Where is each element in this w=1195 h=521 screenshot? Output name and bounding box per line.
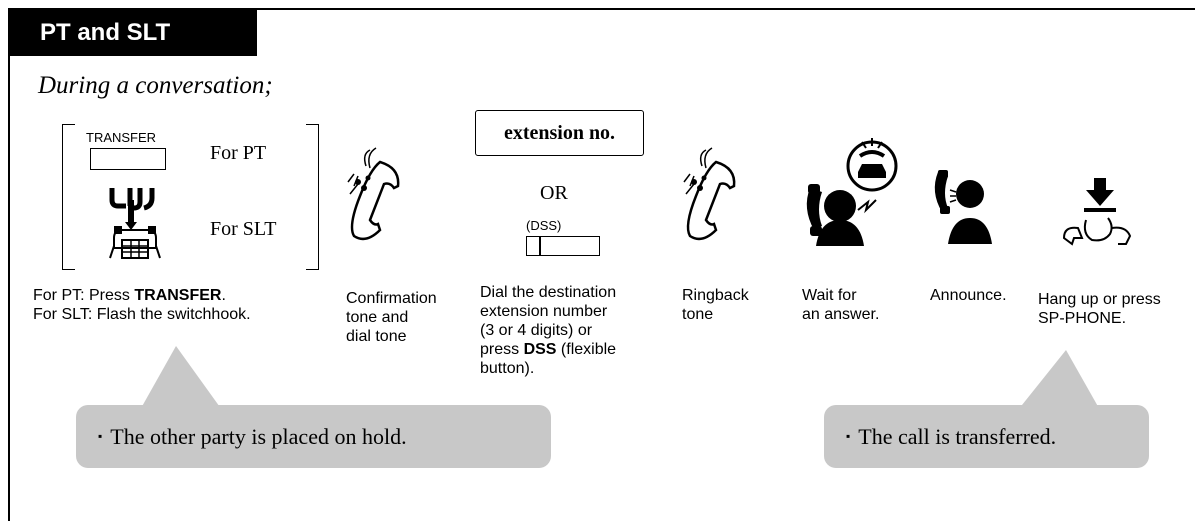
hold-bubble-pointer (140, 346, 222, 410)
step1-desc-line1: For PT: Press TRANSFER. (33, 287, 226, 304)
dss-key-label: (DSS) (526, 218, 562, 233)
listener-icon (806, 138, 898, 246)
section-title: PT and SLT (10, 10, 257, 56)
step4-desc-line1: Ringback (682, 287, 749, 304)
bracket-right (306, 124, 319, 270)
handset-tone-icon (683, 147, 736, 241)
bracket-left (62, 124, 75, 270)
hook-flash-icon (109, 188, 161, 259)
transferred-bubble-pointer (1018, 350, 1100, 410)
frame-top-border (8, 8, 1195, 10)
frame-left-border (8, 8, 10, 521)
hang-up-icon (1062, 178, 1132, 246)
step2-desc-line1: Confirmation (346, 290, 437, 307)
dss-key[interactable] (526, 236, 600, 256)
step6-desc: Announce. (930, 287, 1007, 304)
speaker-icon (934, 170, 992, 244)
step7-desc-line2: SP-PHONE. (1038, 310, 1127, 327)
step5-desc-line2: an answer. (802, 306, 880, 323)
handset-tone-icon (347, 147, 400, 241)
note-bullet: ▪ (98, 429, 103, 443)
transfer-key[interactable] (90, 148, 166, 170)
or-label: OR (540, 182, 568, 204)
step3-desc-line5: button). (480, 360, 535, 377)
extension-no-box: extension no. (475, 110, 644, 156)
note-transferred: ▪ The call is transferred. (824, 405, 1149, 468)
step3-desc-line4: press DSS (flexible (480, 341, 617, 358)
subtitle: During a conversation; (38, 72, 273, 99)
transfer-key-label: TRANSFER (86, 130, 157, 145)
for-pt-label: For PT (210, 142, 267, 164)
step3-desc-line1: Dial the destination (480, 284, 617, 301)
step4-desc-line2: tone (682, 306, 714, 323)
note-hold-text: The other party is placed on hold. (110, 423, 407, 449)
note-bullet: ▪ (846, 429, 851, 443)
step2-desc-line2: tone and (346, 309, 409, 326)
step3-desc-line2: extension number (480, 303, 608, 320)
step2-desc-line3: dial tone (346, 328, 407, 345)
note-hold: ▪ The other party is placed on hold. (76, 405, 551, 468)
step5-desc-line1: Wait for (802, 287, 857, 304)
step1-desc-line2: For SLT: Flash the switchhook. (33, 306, 251, 323)
step3-desc-line3: (3 or 4 digits) or (480, 322, 593, 339)
step7-desc-line1: Hang up or press (1038, 291, 1161, 308)
for-slt-label: For SLT (210, 218, 277, 240)
note-transferred-text: The call is transferred. (858, 423, 1057, 449)
dss-key-divider (539, 237, 541, 255)
